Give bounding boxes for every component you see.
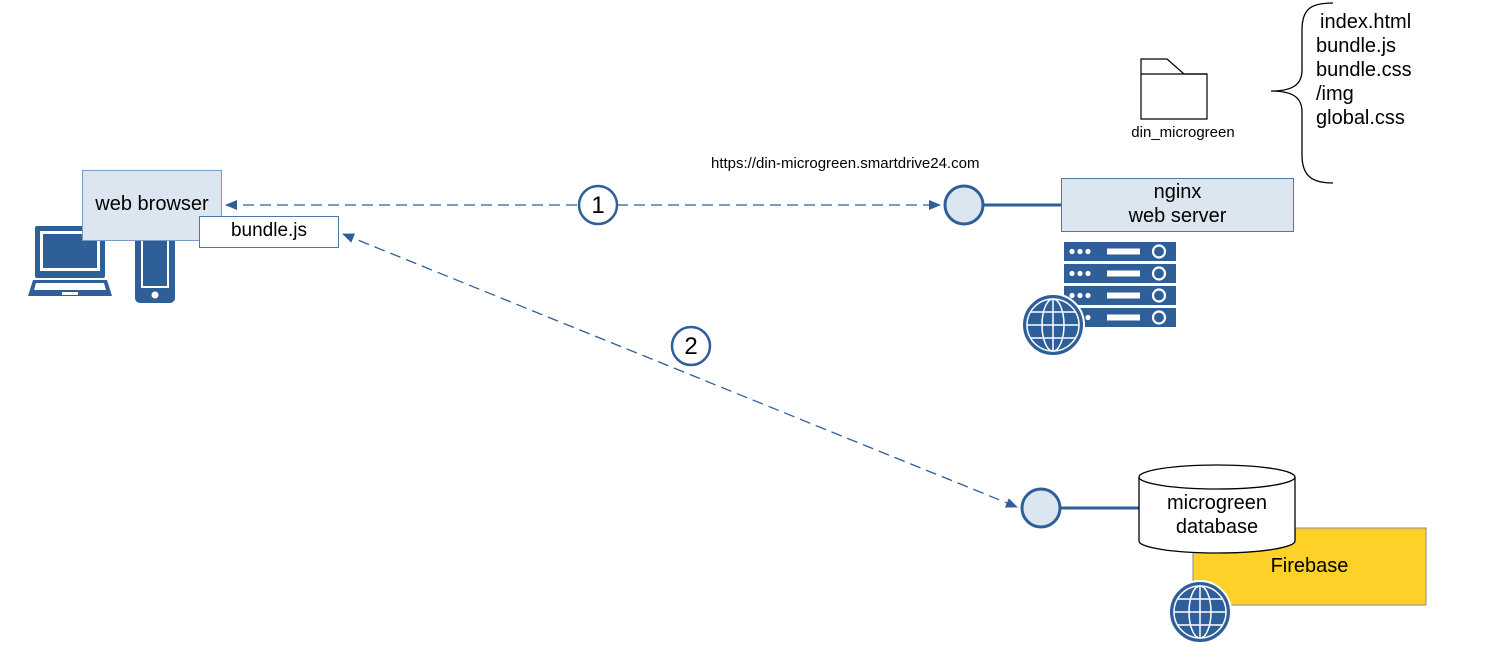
connection-2-line — [342, 233, 1018, 508]
folder-name: din_microgreen — [1131, 124, 1235, 141]
smartphone-icon — [135, 226, 175, 303]
file-item: index.html — [1320, 11, 1412, 33]
file-item: global.css — [1316, 107, 1405, 129]
database-name: microgreen — [1166, 492, 1268, 514]
database-port-circle — [1020, 487, 1062, 529]
connection-url: https://din-microgreen.smartdrive24.com — [711, 155, 980, 172]
database-type: database — [1175, 516, 1259, 538]
database-cylinder-icon — [1138, 464, 1296, 554]
server-name: nginx — [1153, 181, 1202, 203]
web-browser-label: web browser — [95, 193, 209, 215]
nginx-server-box — [1061, 178, 1294, 232]
file-item: /img — [1316, 83, 1354, 105]
file-item: bundle.js — [1316, 35, 1397, 57]
folder-icon — [1140, 58, 1208, 120]
step-1-number: 1 — [591, 192, 605, 219]
server-type: web server — [1128, 205, 1227, 227]
step-2-number: 2 — [684, 333, 698, 360]
bundle-js-box — [199, 216, 339, 248]
web-browser-box — [82, 170, 222, 241]
server-port-circle — [943, 184, 985, 226]
bundle-js-label: bundle.js — [230, 220, 308, 241]
step-2-circle — [670, 325, 712, 367]
globe-icon — [1168, 580, 1232, 644]
file-item: bundle.css — [1316, 59, 1412, 81]
step-1-circle — [577, 184, 619, 226]
file-list-brace — [1270, 2, 1334, 184]
firebase-label: Firebase — [1270, 555, 1349, 577]
server-rack-icon — [1064, 242, 1176, 327]
globe-icon — [1021, 293, 1085, 357]
